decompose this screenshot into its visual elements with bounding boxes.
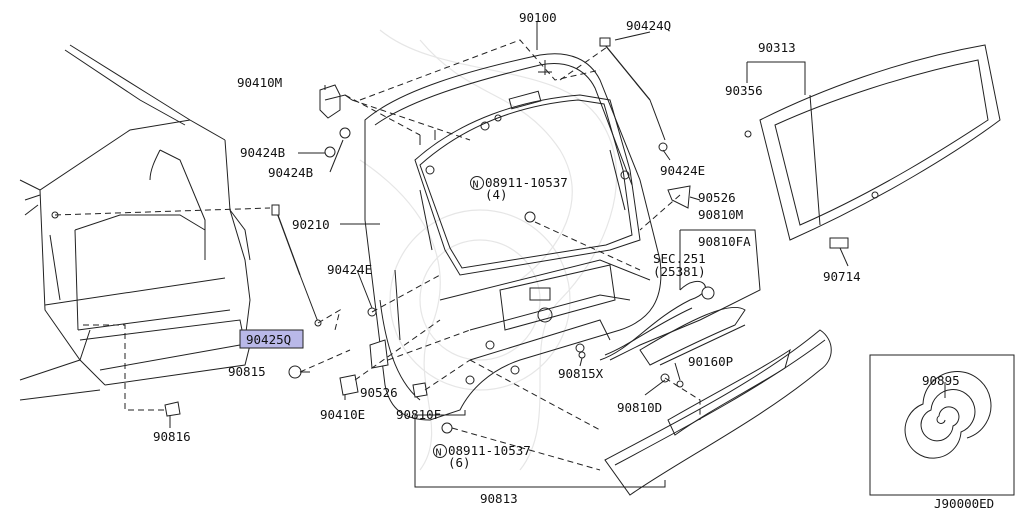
vehicle-body: [19, 44, 251, 401]
label-90526-top[interactable]: 90526: [698, 190, 736, 205]
label-90810d[interactable]: 90810D: [617, 400, 662, 415]
label-25381[interactable]: (25381): [653, 264, 706, 279]
label-90100[interactable]: 90100: [519, 10, 557, 25]
label-sec251[interactable]: SEC.251: [653, 251, 706, 266]
label-90526-bottom[interactable]: 90526: [360, 385, 398, 400]
nut-symbol-upper: N: [473, 180, 479, 191]
label-90424b-1[interactable]: 90424B: [240, 145, 285, 160]
wire-harness: [599, 229, 761, 361]
hinge-lower: [339, 374, 359, 396]
label-90815[interactable]: 90815: [228, 364, 266, 379]
plug-90816: [164, 401, 181, 417]
label-90810m[interactable]: 90810M: [698, 207, 743, 222]
label-08911-10537-upper: 08911-10537: [485, 175, 568, 190]
back-window-glass: [744, 44, 1001, 241]
bracket-bottom: [369, 339, 389, 369]
rear-garnish: [604, 306, 832, 496]
clip-90810f: [412, 382, 428, 398]
label-90160p[interactable]: 90160P: [688, 354, 733, 369]
clip-90815x: [578, 351, 586, 359]
label-90424q[interactable]: 90424Q: [626, 18, 671, 33]
nut-label-08911-upper[interactable]: N 08911-10537 (4): [470, 175, 568, 202]
highlight-90425q: [239, 329, 304, 349]
label-90810fa[interactable]: 90810FA: [698, 234, 751, 249]
label-90714[interactable]: 90714: [823, 269, 861, 284]
door-outline-dash: [359, 39, 601, 101]
solid-leaders: [169, 22, 849, 488]
qty-lower: (6): [448, 455, 471, 470]
label-90410m[interactable]: 90410M: [237, 75, 282, 90]
back-door-panel: [364, 53, 662, 421]
part-labels: 90100 90424Q 90410M 90424B 90424B 90313 …: [153, 10, 994, 510]
label-08911-10537-lower: 08911-10537: [448, 443, 531, 458]
gas-stay-leader: [54, 207, 271, 216]
hinge-upper: [319, 84, 471, 158]
nut-upper: [524, 211, 536, 223]
qty-upper: (4): [485, 187, 508, 202]
label-90356[interactable]: 90356: [725, 83, 763, 98]
label-90410e[interactable]: 90410E: [320, 407, 365, 422]
nut-lower: [441, 422, 453, 434]
label-90815x[interactable]: 90815X: [558, 366, 604, 381]
watermark-logo: [359, 29, 618, 471]
label-90313[interactable]: 90313: [758, 40, 796, 55]
label-90425q[interactable]: 90425Q: [246, 332, 291, 347]
leader-lines: [83, 194, 701, 471]
label-90816[interactable]: 90816: [153, 429, 191, 444]
label-90810f[interactable]: 90810F: [396, 407, 441, 422]
label-90210[interactable]: 90210: [292, 217, 330, 232]
gas-stay-strut: [271, 204, 322, 327]
label-90813[interactable]: 90813: [480, 491, 518, 506]
label-90424b-2[interactable]: 90424B: [268, 165, 313, 180]
label-90424e-left[interactable]: 90424E: [327, 262, 372, 277]
inset-box: [869, 354, 1015, 496]
nut-symbol-lower: N: [436, 448, 442, 459]
gas-stay-upper: [599, 37, 668, 152]
clip-90714: [829, 237, 849, 249]
bracket-top: [667, 185, 691, 209]
label-90424e-top[interactable]: 90424E: [660, 163, 705, 178]
nut-label-08911-lower[interactable]: N 08911-10537 (6): [433, 443, 531, 470]
label-90895[interactable]: 90895: [922, 373, 960, 388]
diagram-code: J90000ED: [934, 496, 994, 510]
grommet-90815: [288, 365, 302, 379]
